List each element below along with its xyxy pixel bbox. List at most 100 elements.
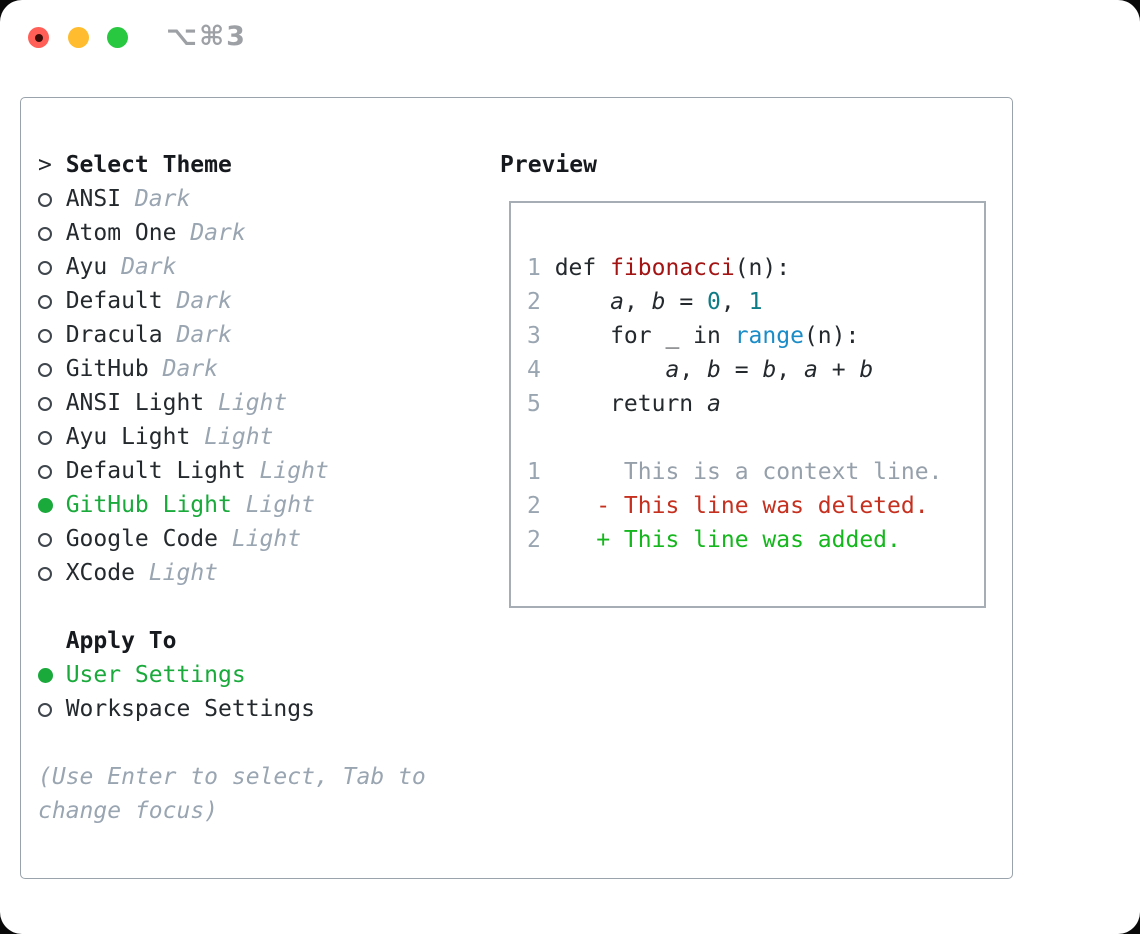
line-number: 5: [527, 391, 541, 417]
theme-variant-tag: Light: [134, 560, 219, 586]
theme-name: GitHub: [65, 356, 149, 382]
radio-circle: [38, 668, 53, 683]
radio-unselected-icon: [38, 182, 66, 216]
theme-option[interactable]: XCode Light: [38, 556, 458, 590]
radio-unselected-icon: [38, 522, 66, 556]
radio-circle: [38, 465, 52, 479]
code-token: fibonacci: [610, 255, 735, 281]
code-token: a: [707, 391, 721, 417]
code-token: =: [665, 289, 708, 315]
code-token: a: [665, 357, 680, 383]
theme-option[interactable]: GitHub Light Light: [38, 488, 458, 522]
theme-name: Dracula: [65, 322, 163, 348]
keyboard-hint-text: (Use Enter to select, Tab to change focu…: [38, 764, 426, 824]
code-line: 1 def fibonacci(n):: [527, 251, 984, 285]
radio-unselected-icon: [38, 352, 66, 386]
radio-circle: [38, 397, 52, 411]
apply-to-option[interactable]: Workspace Settings: [38, 692, 458, 726]
radio-unselected-icon: [38, 216, 66, 250]
code-line: 3 for _ in range(n):: [527, 319, 984, 353]
theme-variant-tag: Light: [231, 492, 315, 518]
radio-circle: [38, 295, 52, 309]
line-number: 4: [527, 357, 541, 383]
theme-name: Google Code: [65, 526, 219, 552]
line-number: 1: [527, 255, 541, 281]
code-token: (n):: [734, 255, 791, 281]
code-token: =: [720, 357, 763, 383]
code-token: ,: [623, 289, 652, 315]
minimize-button[interactable]: [68, 27, 89, 48]
theme-variant-tag: Light: [218, 526, 302, 552]
radio-selected-icon: [38, 658, 66, 692]
theme-name: Ayu Light: [65, 424, 191, 450]
theme-name: XCode: [65, 560, 135, 586]
radio-circle: [38, 363, 52, 377]
zoom-button[interactable]: [107, 27, 128, 48]
theme-variant-tag: Dark: [162, 322, 232, 348]
theme-variant-tag: Dark: [107, 254, 177, 280]
code-token: - This line was deleted.: [554, 493, 929, 519]
code-token: + This line was added.: [554, 527, 901, 553]
code-token: b: [707, 357, 721, 383]
theme-option[interactable]: Default Light Light: [38, 454, 458, 488]
theme-option[interactable]: Default Dark: [38, 284, 458, 318]
line-number: 3: [527, 323, 541, 349]
code-token: This is a context line.: [554, 459, 943, 485]
radio-selected-icon: [38, 488, 66, 522]
apply-to-name: User Settings: [65, 662, 246, 688]
theme-name: GitHub Light: [65, 492, 232, 518]
line-number: 2: [527, 289, 541, 315]
code-line: 5 return a: [527, 387, 984, 421]
theme-variant-tag: Light: [204, 390, 288, 416]
theme-name: Default: [65, 288, 163, 314]
theme-option[interactable]: GitHub Dark: [38, 352, 458, 386]
theme-option[interactable]: Atom One Dark: [38, 216, 458, 250]
keyboard-shortcut-label: ⌥⌘3: [166, 21, 247, 52]
code-token: 0: [707, 289, 721, 315]
theme-variant-tag: Dark: [121, 186, 191, 212]
radio-unselected-icon: [38, 556, 66, 590]
close-button[interactable]: [28, 27, 49, 48]
radio-circle: [38, 193, 52, 207]
theme-name: Atom One: [65, 220, 177, 246]
select-theme-title: Select Theme: [65, 152, 232, 178]
theme-option[interactable]: Ayu Dark: [38, 250, 458, 284]
code-token: a: [610, 289, 624, 315]
code-token: b: [651, 289, 666, 315]
code-line: [527, 421, 984, 455]
code-token: def: [554, 255, 611, 281]
record-dot-icon: [34, 33, 43, 42]
code-token: a: [804, 357, 818, 383]
radio-circle: [38, 703, 52, 717]
theme-option[interactable]: Dracula Dark: [38, 318, 458, 352]
code-line: 2 a, b = 0, 1: [527, 285, 984, 319]
radio-unselected-icon: [38, 386, 66, 420]
theme-variant-tag: Dark: [162, 288, 232, 314]
theme-option[interactable]: ANSI Dark: [38, 182, 458, 216]
radio-circle: [38, 533, 52, 547]
radio-circle: [38, 329, 52, 343]
code-line: 4 a, b = b, a + b: [527, 353, 984, 387]
theme-option[interactable]: Ayu Light Light: [38, 420, 458, 454]
theme-variant-tag: Light: [245, 458, 329, 484]
line-number: 2: [527, 493, 541, 519]
apply-to-option[interactable]: User Settings: [38, 658, 458, 692]
code-token: b: [859, 357, 874, 383]
code-token: ,: [720, 289, 749, 315]
radio-circle: [38, 567, 52, 581]
spacer: [38, 726, 458, 760]
select-theme-header: > Select Theme: [38, 148, 458, 182]
radio-circle: [38, 227, 52, 241]
theme-variant-tag: Light: [190, 424, 274, 450]
radio-unselected-icon: [38, 454, 66, 488]
theme-option[interactable]: Google Code Light: [38, 522, 458, 556]
theme-name: Default Light: [65, 458, 246, 484]
code-token: b: [762, 357, 777, 383]
radio-circle: [38, 431, 52, 445]
radio-unselected-icon: [38, 284, 66, 318]
code-token: return: [554, 391, 708, 417]
spacer: [38, 590, 458, 624]
theme-option[interactable]: ANSI Light Light: [38, 386, 458, 420]
